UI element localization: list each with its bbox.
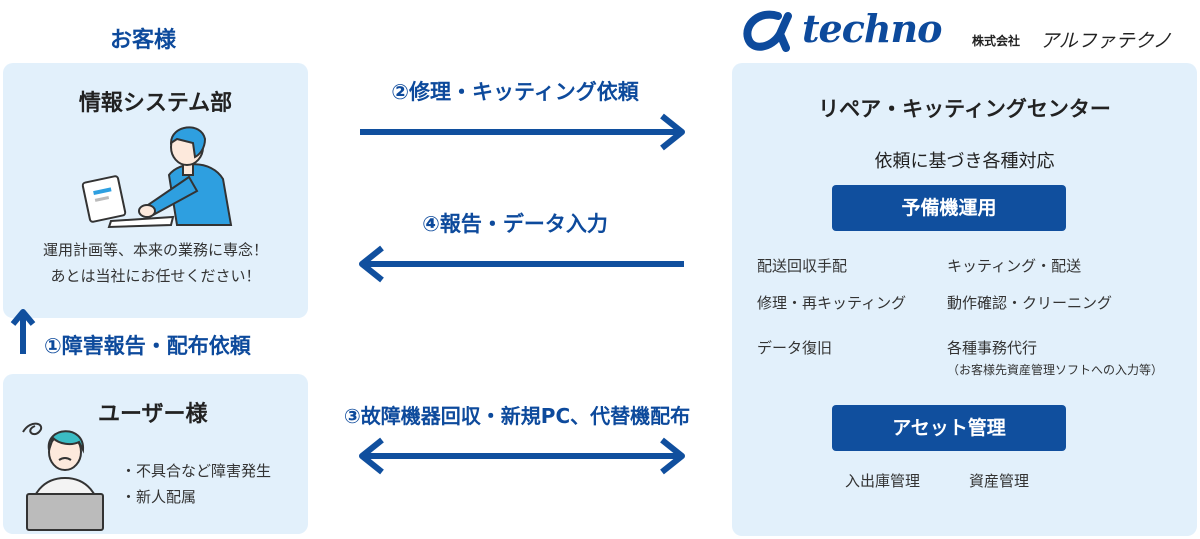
asset-management-badge: アセット管理 bbox=[832, 405, 1066, 451]
spare-item: 修理・再キッティング bbox=[757, 294, 907, 312]
spare-item: データ復旧 bbox=[757, 339, 833, 357]
it-dept-title: 情報システム部 bbox=[78, 91, 233, 116]
it-dept-panel: 情報システム部 運用計画等、本来の業務に専念！ あとは当社にお任せください！ bbox=[3, 63, 308, 318]
spare-item-note: （お客様先資産管理ソフトへの入力等） bbox=[947, 363, 1164, 377]
step1-label: ①障害報告・配布依頼 bbox=[44, 334, 251, 358]
asset-item: 資産管理 bbox=[969, 472, 1030, 490]
step4-label: ④報告・データ入力 bbox=[422, 212, 608, 236]
spare-item: 動作確認・クリーニング bbox=[947, 294, 1113, 312]
users-bullet-1: ・不具合など障害発生 bbox=[121, 462, 272, 480]
spare-item: 配送回収手配 bbox=[757, 257, 848, 275]
customer-heading: お客様 bbox=[110, 28, 177, 53]
users-bullet-2: ・新人配属 bbox=[121, 488, 197, 506]
left-arrow-icon bbox=[359, 245, 684, 283]
double-arrow-icon bbox=[359, 437, 685, 475]
users-title: ユーザー様 bbox=[98, 402, 208, 427]
office-worker-illustration bbox=[81, 126, 233, 229]
logo-text: techno bbox=[802, 6, 942, 51]
step3-label: ③故障機器回収・新規PC、代替機配布 bbox=[343, 404, 691, 428]
spare-item: キッティング・配送 bbox=[947, 257, 1082, 275]
it-dept-message-line1: 運用計画等、本来の業務に専念！ bbox=[42, 241, 268, 259]
up-arrow-icon bbox=[10, 309, 36, 354]
step2-label: ②修理・キッティング依頼 bbox=[391, 80, 639, 104]
company-logo: techno 株式会社 アルファテクノ bbox=[740, 4, 1200, 58]
right-arrow-icon bbox=[360, 113, 685, 151]
corp-type: 株式会社 bbox=[972, 34, 1021, 48]
spare-item: 各種事務代行 bbox=[947, 339, 1038, 357]
company-name: アルファテクノ bbox=[1040, 30, 1172, 52]
spare-machine-badge: 予備機運用 bbox=[832, 185, 1066, 231]
troubled-user-illustration bbox=[22, 422, 104, 531]
center-subtitle: 依頼に基づき各種対応 bbox=[874, 151, 1055, 172]
asset-item: 入出庫管理 bbox=[845, 472, 921, 490]
center-title: リペア・キッティングセンター bbox=[818, 97, 1111, 121]
it-dept-message-line2: あとは当社にお任せください！ bbox=[50, 267, 261, 285]
repair-center-panel: リペア・キッティングセンター 依頼に基づき各種対応 予備機運用 配送回収手配 キ… bbox=[732, 63, 1197, 536]
users-panel: ユーザー様 ・不具合など障害発生 ・新人配属 bbox=[3, 374, 308, 534]
alpha-logo-icon bbox=[743, 10, 792, 52]
